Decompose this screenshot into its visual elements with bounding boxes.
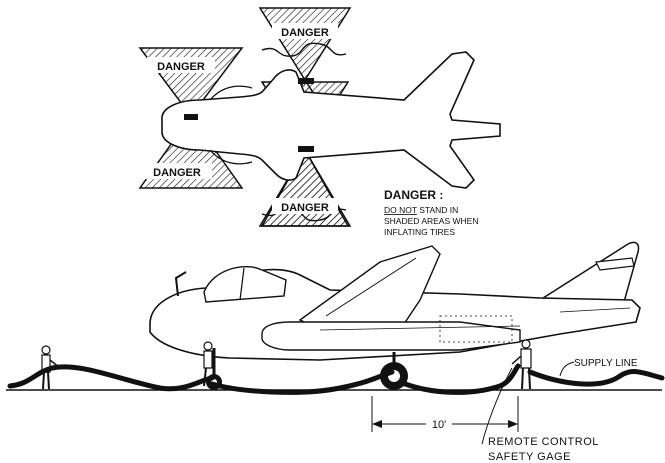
vertical-tail [537, 241, 640, 303]
intake-upper [209, 85, 253, 101]
distance-label: 10' [432, 419, 446, 431]
danger-label-nose-lower: DANGER [153, 167, 201, 179]
supply-line-label: SUPPLY LINE [574, 358, 638, 369]
main-gear-marker-lower [298, 146, 314, 152]
danger-note-line2: SHADED AREAS WHEN [384, 216, 478, 226]
side-view: SUPPLY LINE 10' REMOTE CONTROL SAFETY GA… [6, 241, 665, 463]
wing-upper-edge [261, 42, 347, 57]
supply-hose [7, 363, 665, 395]
crew-member-nose [203, 341, 213, 387]
aircraft-plan-outline [161, 51, 501, 189]
canopy [203, 266, 287, 303]
remote-gage-label-line2: SAFETY GAGE [488, 451, 571, 463]
stippled-panel [439, 315, 513, 343]
intake-lower [209, 149, 253, 165]
plan-view: DANGER DANGER DANGER DANGER [138, 7, 501, 227]
danger-note-line1: STAND IN [417, 205, 458, 215]
crew-member-right [511, 339, 532, 390]
distance-dimension: 10' [371, 396, 519, 432]
remote-gage-leader [481, 367, 513, 445]
danger-note-heading: DANGER : [384, 188, 443, 202]
danger-note: DANGER : DO NOT STAND IN SHADED AREAS WH… [384, 188, 478, 237]
danger-label-main-upper: DANGER [281, 27, 329, 39]
danger-label-main-lower: DANGER [281, 202, 329, 214]
danger-note-emphasis: DO NOT [384, 205, 417, 215]
danger-label-nose-upper: DANGER [157, 61, 205, 73]
main-gear-marker-upper [298, 78, 314, 84]
svg-text:DO NOT STAND IN: DO NOT STAND IN [384, 205, 458, 215]
nose-gear-marker [184, 114, 198, 120]
danger-note-line3: INFLATING TIRES [384, 227, 455, 237]
supply-line-leader [559, 361, 575, 377]
engine-nacelle [261, 321, 521, 351]
remote-gage-label-line1: REMOTE CONTROL [488, 436, 599, 448]
refuel-probe [174, 271, 187, 297]
